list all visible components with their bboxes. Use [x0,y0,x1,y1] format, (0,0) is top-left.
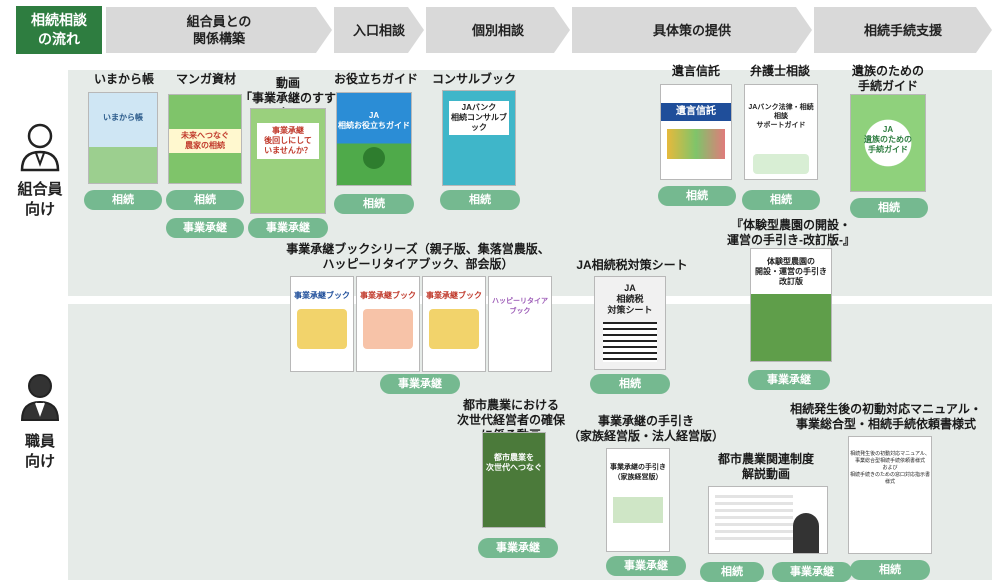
manga-tag-jigyou[interactable]: 事業承継 [166,218,244,238]
stage-procedure: 相続手続支援 [814,7,992,53]
consul-tag-souzoku[interactable]: 相続 [440,190,520,210]
series-cover-4-text: ハッピーリタイアブック [492,298,548,315]
guide-title: お役立ちガイド [333,72,418,86]
stage-individual: 個別相談 [426,7,570,53]
consul-cover[interactable]: JAバンク 相続コンサルブック [442,90,516,186]
lawyer-cover[interactable]: JAバンク法律・相続相談 サポートガイド [744,84,818,180]
urbanlaw-tag-jigyou[interactable]: 事業承継 [772,562,852,582]
manual-cover[interactable]: 相続発生後の初動対応マニュアル、 事業総合型相続手続依頼書様式 および 相続手続… [848,436,932,554]
farm-tag-jigyou[interactable]: 事業承継 [748,370,830,390]
handbook-title: 事業承継の手引き （家族経営版・法人経営版） [567,414,724,443]
trust-title: 遺言信託 [671,64,720,78]
farm-cover[interactable]: 体験型農園の 開設・運営の手引き 改訂版 [750,248,832,362]
stage-entry: 入口相談 [334,7,424,53]
staff-person-icon [20,374,60,421]
imakara-title: いまから帳 [93,72,154,86]
handbook-cover[interactable]: 事業承継の手引き （家族経営版） [606,448,670,552]
manga-cover-text: 未来へつなぐ 農家の相続 [169,129,241,153]
trust-cover-text: 遺言信託 [661,103,731,121]
member-row-label: 組合員 向け [17,181,63,218]
flow-title: 相続相談 の流れ [16,6,102,54]
handbook-cover-text: 事業承継の手引き （家族経営版） [610,464,666,481]
urbanlaw-cover[interactable] [708,486,828,554]
video-tag-jigyou[interactable]: 事業承継 [248,218,328,238]
urbanlaw-tag-souzoku[interactable]: 相続 [700,562,764,582]
trust-tag-souzoku[interactable]: 相続 [658,186,736,206]
bereaved-tag-souzoku[interactable]: 相続 [850,198,928,218]
taxsheet-cover-text: JA 相続税 対策シート [607,283,653,315]
manual-tag-souzoku[interactable]: 相続 [850,560,930,580]
series-cover-3-text: 事業承継ブック [426,291,482,300]
taxsheet-title: JA相続税対策シート [576,258,688,272]
series-covers[interactable]: 事業承継ブック 事業承継ブック 事業承継ブック ハッピーリタイアブック [290,276,552,372]
lawyer-title: 弁護士相談 [749,64,810,78]
manual-title: 相続発生後の初動対応マニュアル・ 事業総合型・相続手続依頼書様式 [790,402,982,431]
farm-title: 『体験型農園の開設・ 運営の手引き-改訂版-』 [727,218,855,247]
series-title: 事業承継ブックシリーズ（親子版、集落営農版、 ハッピーリタイアブック、部会版） [286,242,550,271]
series-tag-jigyou[interactable]: 事業承継 [380,374,460,394]
urbanvideo-title: 都市農業における 次世代経営者の確保に係る動画 [456,398,565,442]
taxsheet-tag-souzoku[interactable]: 相続 [590,374,670,394]
handbook-tag-jigyou[interactable]: 事業承継 [606,556,686,576]
stage-measures: 具体策の提供 [572,7,812,53]
manual-cover-text: 相続発生後の初動対応マニュアル、 事業総合型相続手続依頼書様式 および 相続手続… [849,451,930,485]
stage-relationship: 組合員との 関係構築 [106,7,332,53]
video-cover[interactable]: 事業承継 後回しにして いませんか？ [250,108,326,214]
urbanvideo-tag-jigyou[interactable]: 事業承継 [478,538,558,558]
bereaved-cover[interactable]: JA 遺族のための 手続ガイド [850,94,926,192]
trust-cover[interactable]: 遺言信託 [660,84,732,180]
manga-title: マンガ資材 [175,72,236,86]
guide-cover[interactable]: JA 相続お役立ちガイド [336,92,412,186]
imakara-cover[interactable]: いまから帳 [88,92,158,184]
lawyer-cover-text: JAバンク法律・相続相談 サポートガイド [748,104,814,129]
guide-cover-text: JA 相続お役立ちガイド [338,111,410,130]
imakara-cover-text: いまから帳 [103,113,143,122]
taxsheet-cover[interactable]: JA 相続税 対策シート [594,276,666,370]
series-cover-1-text: 事業承継ブック [294,291,350,300]
urbanlaw-title: 都市農業関連制度 解説動画 [717,452,814,481]
manga-tag-souzoku[interactable]: 相続 [166,190,244,210]
urbanvideo-cover[interactable]: 都市農業を 次世代へつなぐ [482,432,546,528]
urbanvideo-cover-text: 都市農業を 次世代へつなぐ [486,453,542,472]
staff-row-label: 職員 向け [24,433,55,470]
imakara-tag-souzoku[interactable]: 相続 [84,190,162,210]
manga-cover[interactable]: 未来へつなぐ 農家の相続 [168,94,242,184]
series-cover-2-text: 事業承継ブック [360,291,416,300]
lawyer-tag-souzoku[interactable]: 相続 [742,190,820,210]
video-cover-text: 事業承継 後回しにして いませんか？ [257,123,319,159]
member-person-icon [20,123,60,172]
bereaved-cover-text: JA 遺族のための 手続ガイド [864,125,912,154]
consul-cover-text: JAバンク 相続コンサルブック [449,101,509,135]
consul-title: コンサルブック [431,72,516,86]
farm-cover-text: 体験型農園の 開設・運営の手引き 改訂版 [755,257,827,286]
bereaved-title: 遺族のための 手続ガイド [851,64,924,93]
guide-tag-souzoku[interactable]: 相続 [334,194,414,214]
